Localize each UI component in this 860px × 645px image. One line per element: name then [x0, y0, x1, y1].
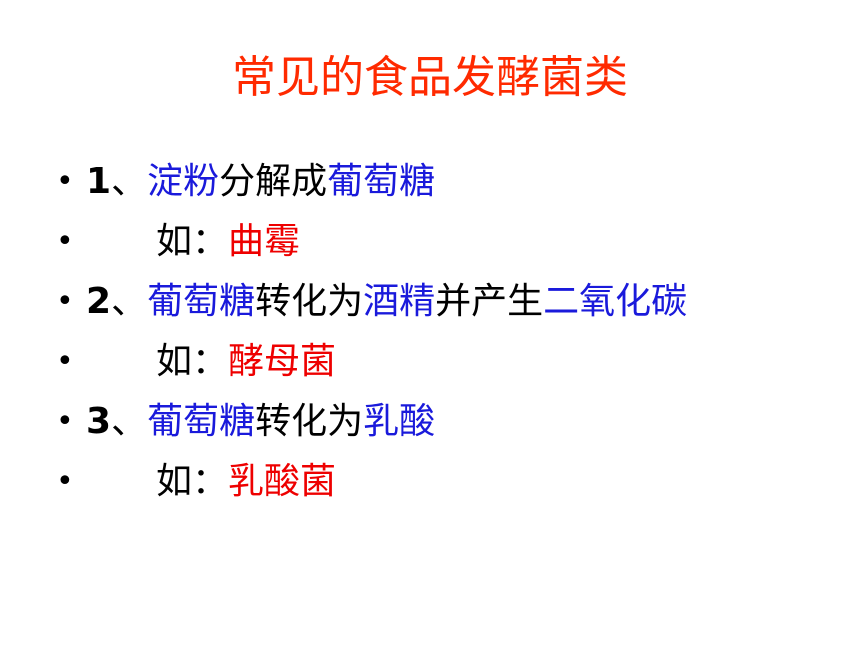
process-text: 并产生	[435, 281, 544, 322]
process-text: 分解成	[219, 161, 328, 202]
bullet-text: 3、葡萄糖转化为乳酸	[86, 392, 435, 452]
substance-term: 葡萄糖	[147, 401, 256, 442]
process-text: 转化为	[255, 401, 364, 442]
item-separator: 、	[111, 161, 148, 202]
bullet-icon: •	[56, 224, 74, 259]
slide-title: 常见的食品发酵菌类	[232, 52, 628, 103]
example-label: 如：	[156, 461, 229, 502]
example-label: 如：	[156, 221, 229, 262]
bullet-icon: •	[56, 284, 74, 319]
microbe-name: 乳酸菌	[228, 461, 337, 502]
bullet-icon: •	[56, 404, 74, 439]
example-label: 如：	[156, 341, 229, 382]
microbe-name: 酵母菌	[228, 341, 337, 382]
substance-term: 葡萄糖	[147, 281, 256, 322]
item-separator: 、	[111, 401, 148, 442]
product-term: 二氧化碳	[543, 281, 688, 322]
bullet-text: 1、淀粉分解成葡萄糖	[86, 152, 435, 212]
example-text: 如：曲霉	[156, 212, 300, 272]
bullet-icon: •	[56, 464, 74, 499]
bullet-icon: •	[56, 344, 74, 379]
process-text: 转化为	[255, 281, 364, 322]
item-number: 1	[86, 161, 112, 202]
product-term: 葡萄糖	[327, 161, 436, 202]
item-number: 2	[86, 281, 112, 322]
substance-term: 淀粉	[147, 161, 220, 202]
example-text: 如：酵母菌	[156, 332, 336, 392]
item-separator: 、	[111, 281, 148, 322]
bullet-text: 2、葡萄糖转化为酒精并产生二氧化碳	[86, 272, 687, 332]
microbe-name: 曲霉	[228, 221, 301, 262]
bullet-icon: •	[56, 164, 74, 199]
product-term: 乳酸	[363, 401, 436, 442]
item-number: 3	[86, 401, 112, 442]
product-term: 酒精	[363, 281, 436, 322]
example-text: 如：乳酸菌	[156, 452, 336, 512]
